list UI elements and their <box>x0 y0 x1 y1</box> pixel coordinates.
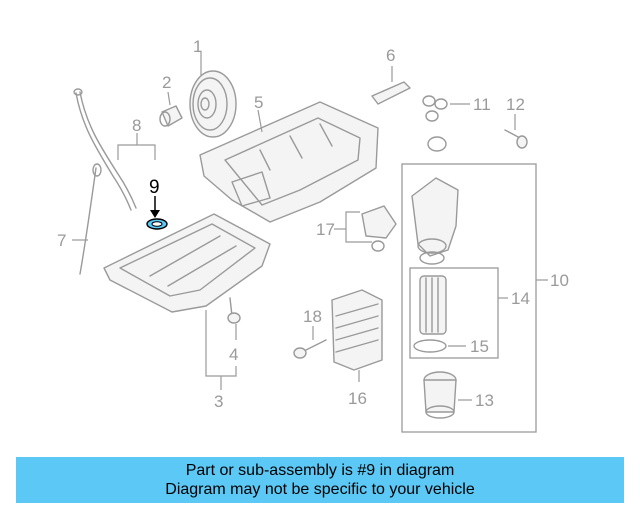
callout-7: 7 <box>57 231 66 250</box>
banner-line-2: Diagram may not be specific to your vehi… <box>165 481 475 498</box>
callout-10: 10 <box>550 271 569 290</box>
part-10-box <box>401 163 537 433</box>
part-8-dipstick-tube <box>73 88 156 211</box>
part-3-oil-pan <box>103 213 271 390</box>
info-banner: Part or sub-assembly is #9 in diagram Di… <box>16 457 624 503</box>
part-14-filter-element <box>419 275 447 335</box>
part-6-bracket <box>371 66 411 105</box>
callout-5: 5 <box>254 93 263 112</box>
callout-15: 15 <box>470 337 489 356</box>
callout-1: 1 <box>193 37 202 56</box>
part-4-drain-bolt <box>227 297 241 340</box>
callout-18: 18 <box>303 307 322 326</box>
part-5-upper-block <box>199 101 379 223</box>
callout-11: 11 <box>473 95 491 114</box>
part-14-box <box>409 267 499 359</box>
part-2-plug <box>159 91 183 127</box>
callout-6: 6 <box>386 46 395 65</box>
part-13-filter-cap <box>423 371 472 419</box>
callout-12: 12 <box>506 95 525 114</box>
callout-3: 3 <box>214 392 223 411</box>
part-10-filter-housing <box>411 177 459 265</box>
callout-17: 17 <box>316 220 335 239</box>
part-18-bolt <box>293 326 327 359</box>
part-17-housing <box>334 205 397 252</box>
callout-14: 14 <box>511 289 530 308</box>
callout-9: 9 <box>149 177 160 198</box>
part-9-seal <box>146 196 168 230</box>
callout-4: 4 <box>229 345 238 364</box>
callout-13: 13 <box>475 391 494 410</box>
part-1-pulley <box>189 52 237 138</box>
callout-16: 16 <box>348 389 367 408</box>
banner-line-1: Part or sub-assembly is #9 in diagram <box>185 462 455 479</box>
part-7-dipstick <box>72 163 102 275</box>
parts-diagram: 1 2 5 6 11 12 <box>57 37 569 433</box>
callout-8: 8 <box>132 116 141 135</box>
part-15-o-ring <box>413 339 466 353</box>
callout-2: 2 <box>162 73 171 92</box>
part-16-oil-cooler <box>331 289 383 382</box>
part-11-seals <box>422 95 470 152</box>
part-12-bolt <box>504 114 528 149</box>
